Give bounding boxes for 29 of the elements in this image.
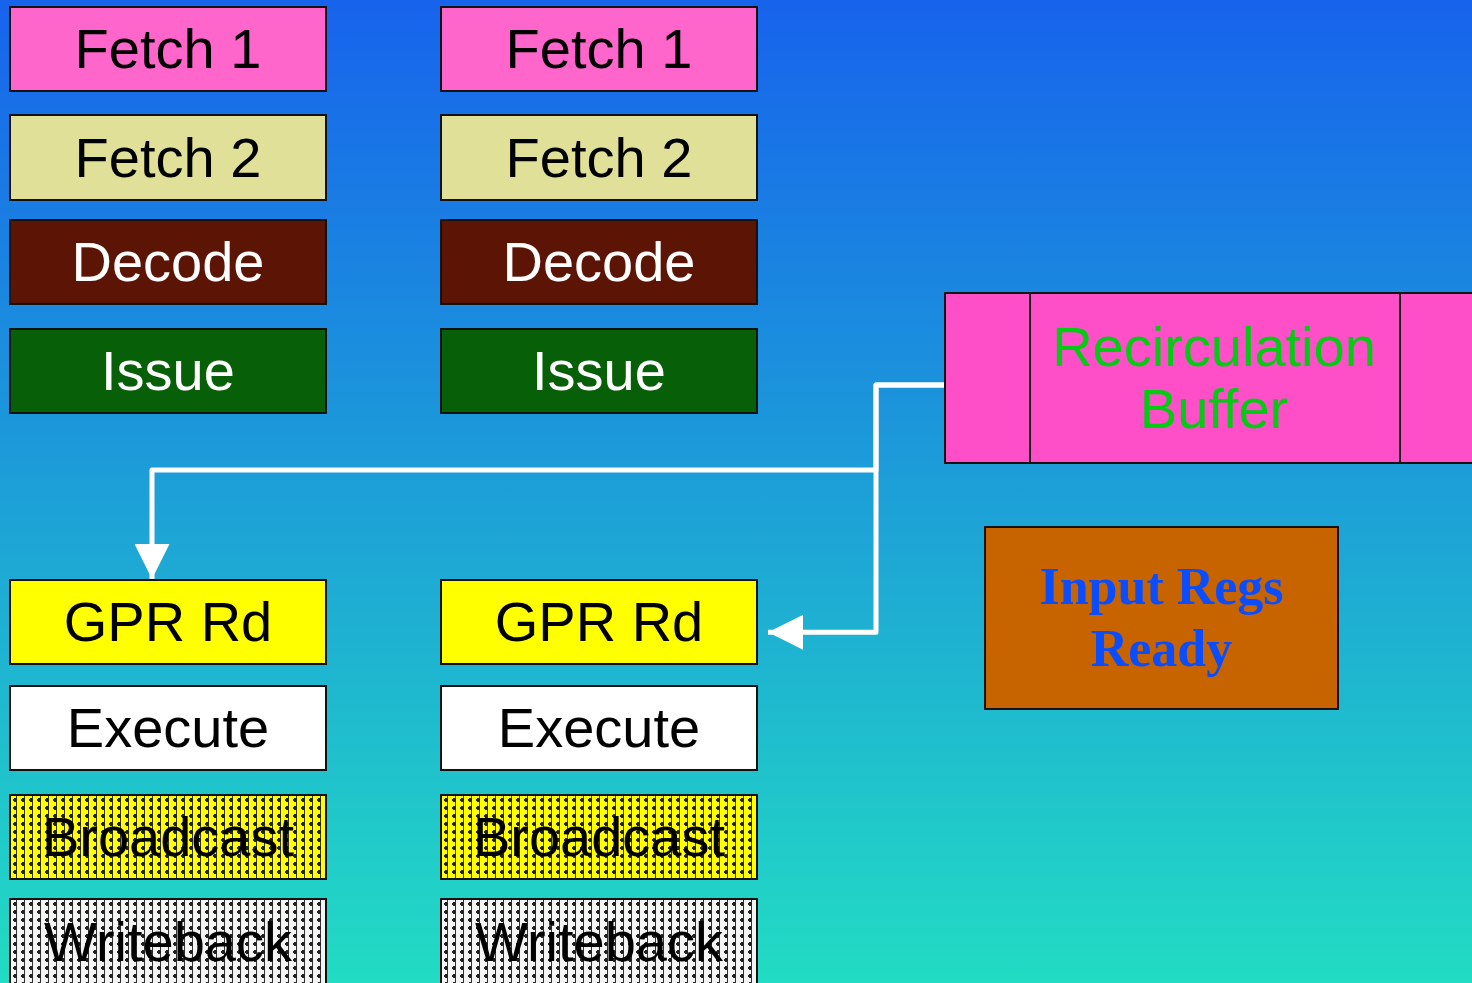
stage-box	[440, 114, 758, 201]
stage-label: Execute	[497, 697, 701, 759]
stage-label: GPR Rd	[63, 591, 273, 653]
arrow	[768, 382, 944, 650]
stage-box	[440, 685, 758, 771]
stage-label: Fetch 1	[74, 18, 262, 80]
stage-label: Recirculation Buffer	[1051, 316, 1377, 440]
stage-box	[9, 219, 327, 305]
stage-label: Issue	[532, 340, 666, 402]
stage-label: Fetch 2	[74, 126, 262, 189]
stage-box	[440, 6, 758, 92]
stage-box	[9, 579, 327, 665]
stage-box	[9, 6, 327, 92]
stage-box	[440, 579, 758, 665]
stage-label: Execute	[66, 697, 270, 759]
stage-label: Fetch 1	[505, 18, 693, 80]
stage-box	[9, 114, 327, 201]
stage-box	[9, 685, 327, 771]
stage-label: Decode	[502, 231, 696, 293]
buffer-box	[944, 292, 1472, 464]
stage-label: GPR Rd	[494, 591, 704, 653]
stage-box	[9, 328, 327, 414]
stage-label: Input Regs Ready	[1038, 557, 1285, 679]
stage-label: Fetch 2	[505, 126, 693, 189]
stage-label: Issue	[101, 340, 235, 402]
stage-box	[440, 328, 758, 414]
status-box	[984, 526, 1339, 710]
stage-label: Decode	[71, 231, 265, 293]
stage-box	[440, 219, 758, 305]
